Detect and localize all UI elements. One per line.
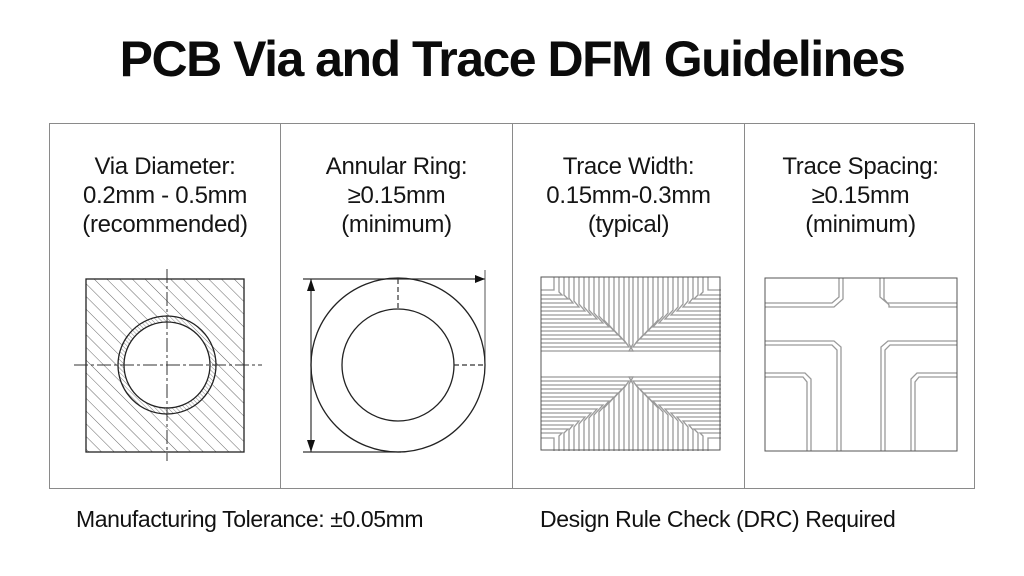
panel-value: ≥0.15mm xyxy=(347,182,446,209)
panel-note: (minimum) xyxy=(341,211,452,238)
panel-label: Via Diameter: 0.2mm - 0.5mm (recommended… xyxy=(50,152,280,239)
panel-trace-spacing: Trace Spacing: ≥0.15mm (minimum) xyxy=(745,124,976,488)
guidelines-table: Via Diameter: 0.2mm - 0.5mm (recommended… xyxy=(49,123,975,489)
panel-trace-width: Trace Width: 0.15mm-0.3mm (typical) xyxy=(513,124,745,488)
panel-value: 0.15mm-0.3mm xyxy=(546,182,711,209)
panel-note: (minimum) xyxy=(805,211,916,238)
panel-heading: Annular Ring: xyxy=(325,153,468,180)
panel-via-diameter: Via Diameter: 0.2mm - 0.5mm (recommended… xyxy=(50,124,281,488)
panel-label: Trace Spacing: ≥0.15mm (minimum) xyxy=(745,152,976,239)
panel-heading: Trace Width: xyxy=(562,153,695,180)
trace-spacing-routing-icon xyxy=(764,277,958,452)
panel-note: (recommended) xyxy=(82,211,248,238)
annular-ring-dimension-icon xyxy=(303,270,486,453)
page-title: PCB Via and Trace DFM Guidelines xyxy=(119,31,906,87)
panel-annular-ring: Annular Ring: ≥0.15mm (minimum) xyxy=(281,124,513,488)
panel-label: Annular Ring: ≥0.15mm (minimum) xyxy=(281,152,512,239)
drc-required-note: Design Rule Check (DRC) Required xyxy=(540,506,896,532)
panel-note: (typical) xyxy=(587,211,670,238)
via-cross-section-icon xyxy=(74,269,262,461)
panel-heading: Via Diameter: xyxy=(94,153,236,180)
manufacturing-tolerance-note: Manufacturing Tolerance: ±0.05mm xyxy=(76,506,424,532)
panel-heading: Trace Spacing: xyxy=(782,153,939,180)
panel-label: Trace Width: 0.15mm-0.3mm (typical) xyxy=(513,152,744,239)
panel-value: 0.2mm - 0.5mm xyxy=(82,182,248,209)
dense-trace-routing-icon xyxy=(540,276,722,452)
panel-value: ≥0.15mm xyxy=(811,182,910,209)
